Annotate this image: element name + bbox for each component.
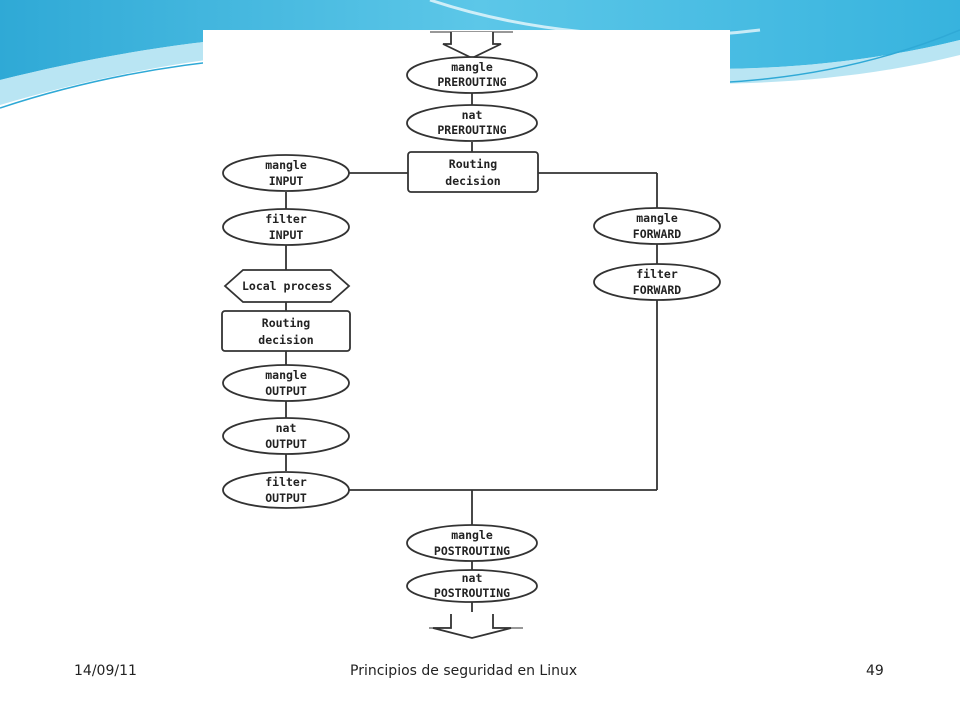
node-label: POSTROUTING [434,544,510,558]
node-label: filter [265,475,307,489]
node-label: INPUT [269,174,304,188]
node-label: OUTPUT [265,437,307,451]
node-nat-output: nat OUTPUT [222,417,350,455]
node-filter-input: filter INPUT [222,208,350,246]
node-label: nat [462,108,483,122]
footer-date: 14/09/11 [74,663,137,679]
node-label: mangle [265,368,307,382]
node-label: Routing [262,316,311,330]
node-filter-forward: filter FORWARD [593,263,721,301]
node-mangle-output: mangle OUTPUT [222,364,350,402]
node-local-process: Local process [223,269,351,303]
node-routing-decision-2: Routing decision [221,310,351,352]
node-label: FORWARD [633,283,682,297]
node-label: filter [636,267,678,281]
node-label: nat [276,421,297,435]
node-label: OUTPUT [265,491,307,505]
node-mangle-forward: mangle FORWARD [593,207,721,245]
arrow-out-icon [429,614,523,639]
footer-title: Principios de seguridad en Linux [350,663,578,679]
node-nat-prerouting: nat PREROUTING [406,104,538,142]
node-label: filter [265,212,307,226]
node-label: PREROUTING [437,123,506,137]
node-label: decision [445,174,500,188]
node-filter-output: filter OUTPUT [222,471,350,509]
node-mangle-prerouting: mangle PREROUTING [406,56,538,94]
node-label: Local process [242,279,332,293]
node-label: mangle [451,60,493,74]
node-label: mangle [451,528,493,542]
node-label: FORWARD [633,227,682,241]
node-mangle-input: mangle INPUT [222,154,350,192]
node-mangle-postrouting: mangle POSTROUTING [406,524,538,562]
arrow-in-icon [430,31,513,59]
node-nat-postrouting: nat POSTROUTING [406,569,538,603]
node-label: OUTPUT [265,384,307,398]
netfilter-flow-diagram: mangle PREROUTING nat PREROUTING Routing… [203,30,730,642]
node-label: INPUT [269,228,304,242]
slide-number: 49 [866,663,884,679]
node-label: mangle [265,158,307,172]
node-label: mangle [636,211,678,225]
node-label: decision [258,333,313,347]
node-label: nat [462,571,483,585]
node-label: Routing [449,157,498,171]
node-label: POSTROUTING [434,586,510,600]
node-routing-decision-1: Routing decision [407,151,539,193]
node-label: PREROUTING [437,75,506,89]
